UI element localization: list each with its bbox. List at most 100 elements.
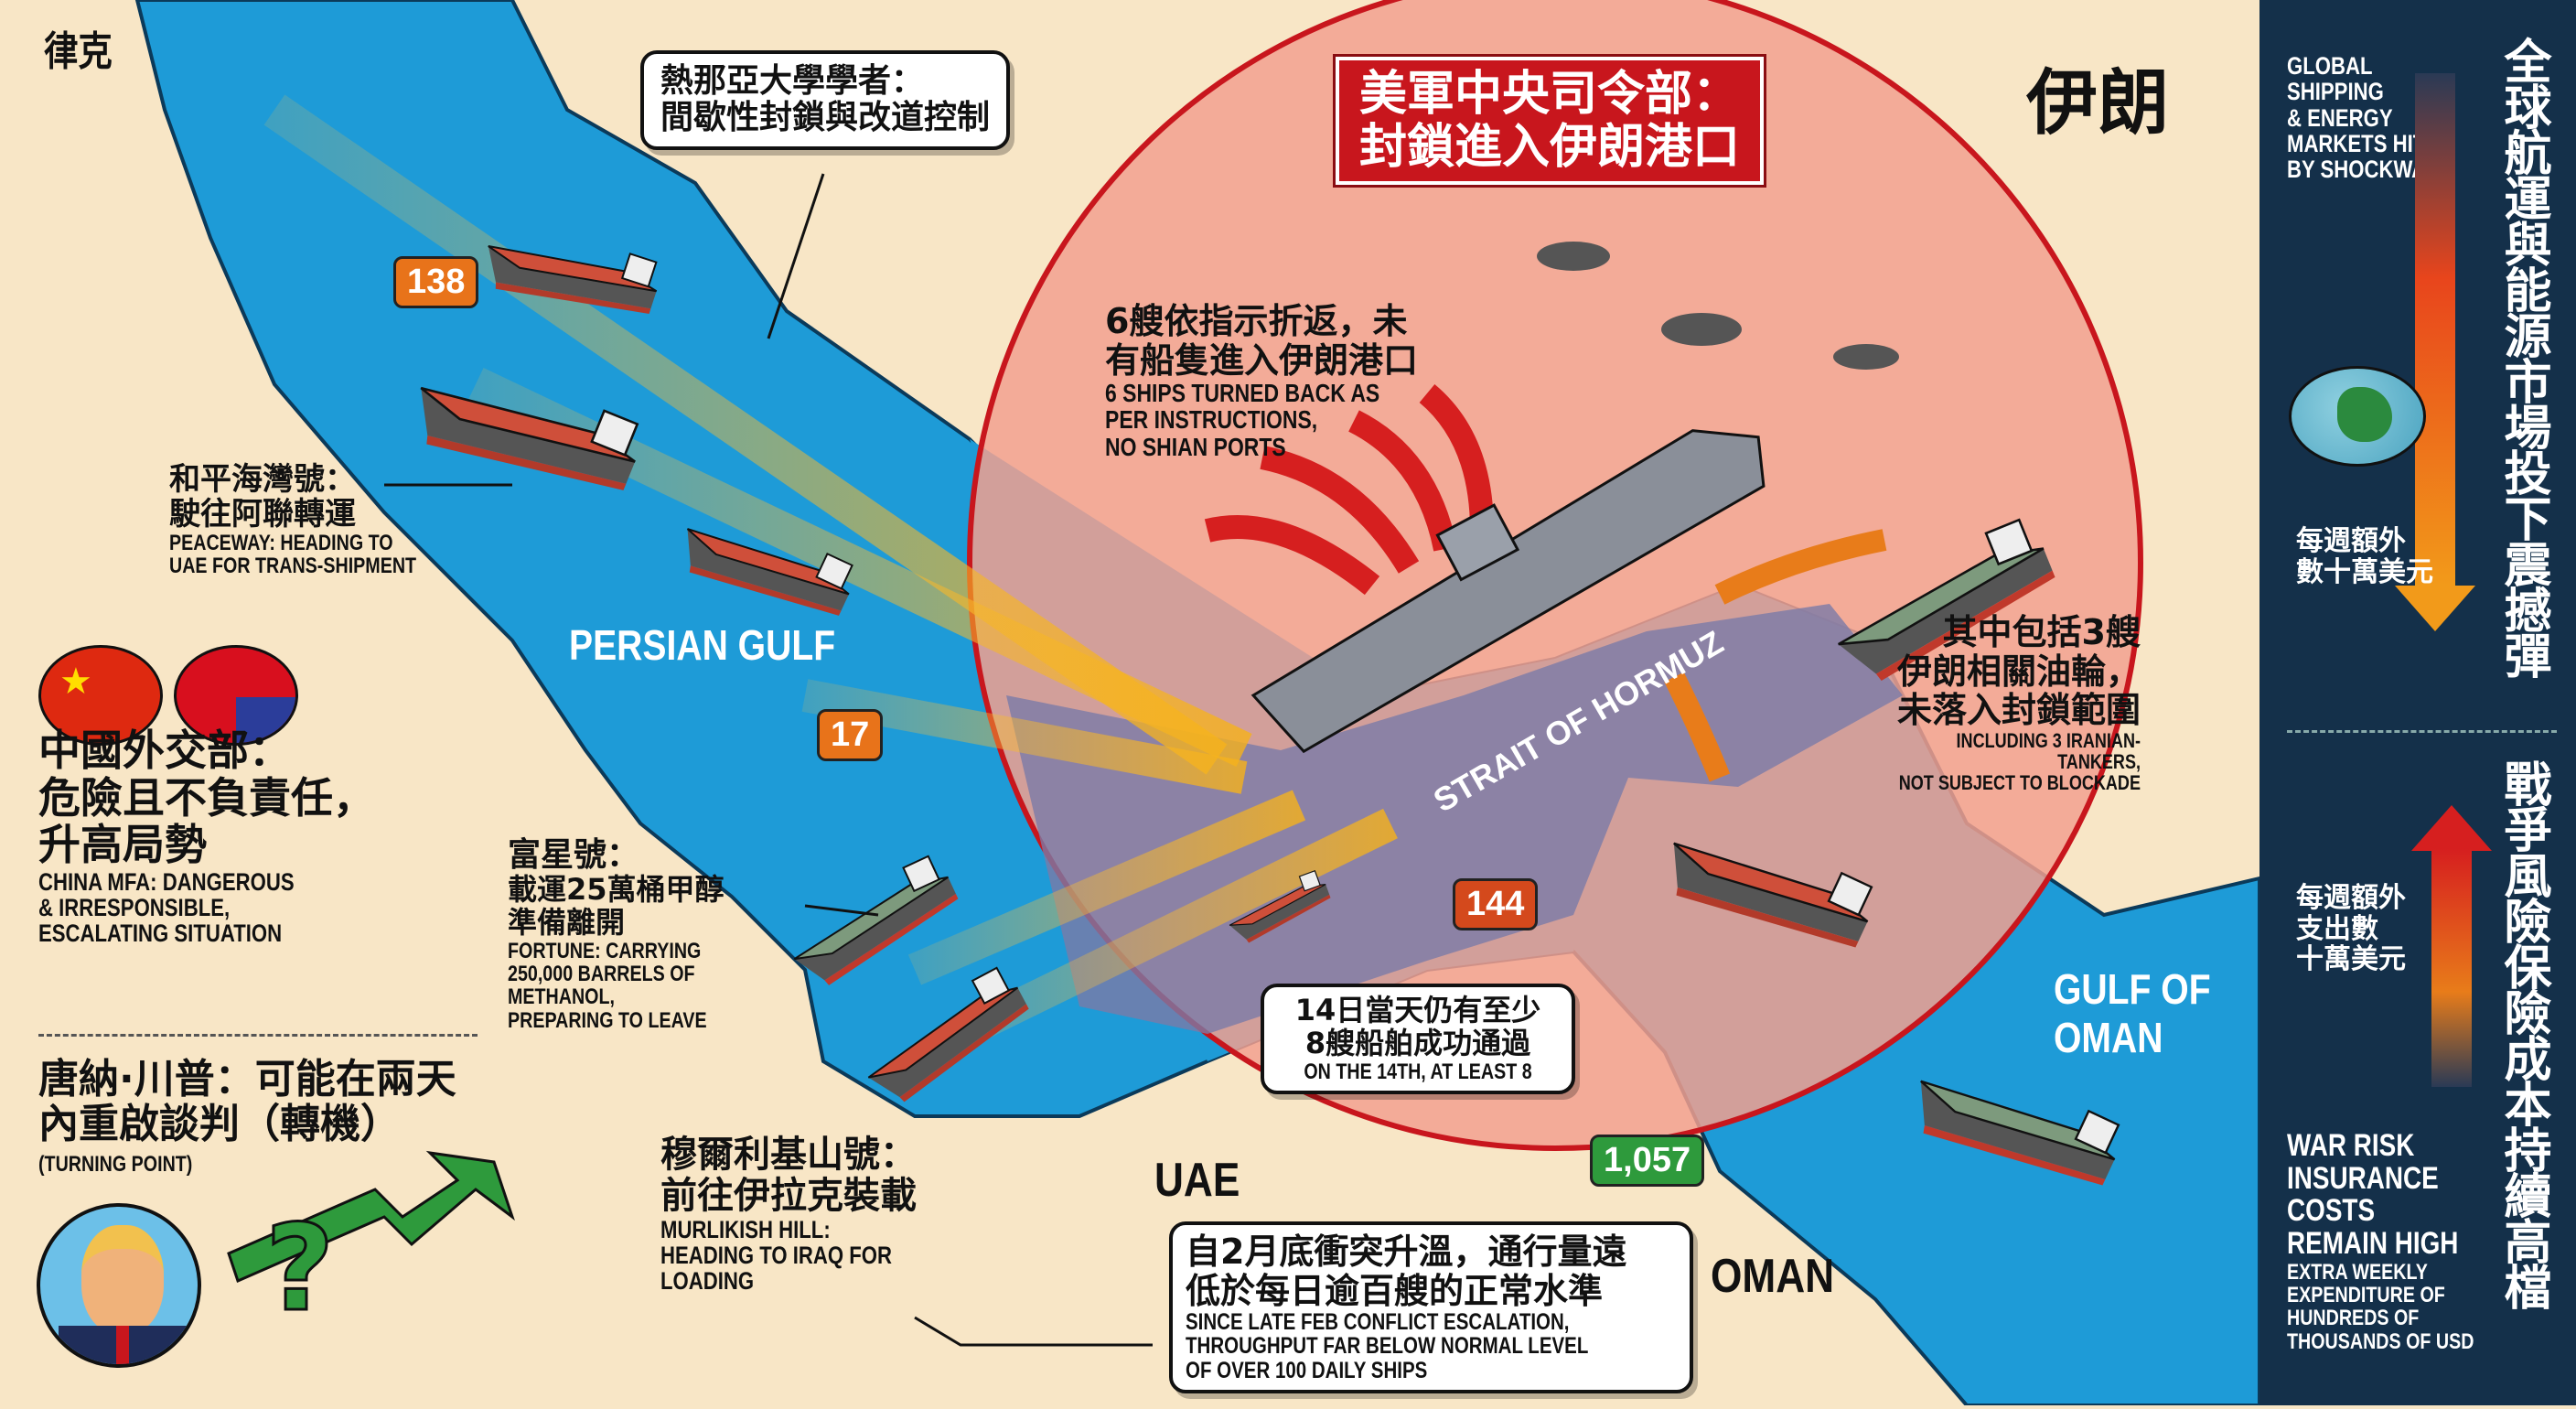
day14-bubble: 14日當天仍有至少 8艘船舶成功通過 ON THE 14th, AT LEAST… <box>1261 984 1576 1094</box>
insurance-en-4: REMAIN HIGH <box>2287 1226 2459 1262</box>
insurance-detail-2: EXPENDITURE OF <box>2287 1283 2445 1308</box>
insurance-cost: 每週額外 支出數 十萬美元 <box>2296 883 2406 975</box>
impact-sidebar: GLOBAL SHIPPING & ENERGY MARKETS HIT BY … <box>2259 0 2576 1405</box>
turned-back-en3: NO SHIAN PORTS <box>1105 432 1286 461</box>
place-gulf-of-oman: GULF OF OMAN <box>2054 965 2211 1061</box>
hormuz-map: 律克 伊朗 PERSIAN GULF UAE OMAN GULF OF OMAN… <box>37 0 2261 1407</box>
badge-17: 17 <box>817 709 884 761</box>
peaceway-en1: PEACEWAY: HEADING TO <box>169 531 393 556</box>
murlikish-note: 穆爾利基山號： 前往伊拉克裝載 MURLIKISH HILL: HEADING … <box>660 1135 943 1295</box>
throughput-bubble: 自2月底衝突升溫，通行量遠 低於每日逾百艘的正常水準 SINCE LATE FE… <box>1169 1221 1694 1393</box>
turned-back-zh1: 6艘依指示折返，未 <box>1105 301 1408 341</box>
china-mfa-zh1: 中國外交部： <box>38 726 291 775</box>
place-iraq: 律克 <box>44 29 113 74</box>
tankers-zh3: 未落入封鎖範圍 <box>1896 690 2141 731</box>
shock-headline-zh: 全球航運與能源市場投下震撼彈 <box>2496 37 2550 677</box>
taiwan-flag-icon <box>174 645 298 746</box>
globe-icon <box>2289 366 2426 467</box>
insurance-headline-zh: 戰爭風險保險成本持續高檔 <box>2496 759 2550 1308</box>
trump-en: (TURNING POINT) <box>38 1151 193 1177</box>
tankers-en1: INCLUDING 3 IRANIAN-TANKERS, <box>1956 728 2141 773</box>
peaceway-en2: UAE FOR TRANS-SHIPMENT <box>169 554 417 579</box>
shock-cost-2: 數十萬美元 <box>2296 555 2433 588</box>
murlikish-zh2: 前往伊拉克裝載 <box>660 1174 917 1217</box>
place-oman: OMAN <box>1711 1250 1835 1303</box>
scholar-line2: 間歇性封鎖與改道控制 <box>660 99 991 137</box>
place-iran: 伊朗 <box>2026 62 2170 145</box>
title-line1: 美軍中央司令部： <box>1359 67 1741 122</box>
throughput-en1: SINCE LATE FEB CONFLICT ESCALATION, <box>1186 1309 1570 1336</box>
shock-cost: 每週額外 數十萬美元 <box>2296 526 2433 587</box>
turned-back-en2: PER INSTRUCTIONS, <box>1105 405 1318 435</box>
trump-note: 唐納·川普：可能在兩天 內重啟談判（轉機） (TURNING POINT) <box>38 1057 456 1176</box>
insurance-detail-1: EXTRA WEEKLY <box>2287 1260 2428 1285</box>
scholar-quote-bubble: 熱那亞大學學者： 間歇性封鎖與改道控制 <box>640 50 1011 150</box>
china-mfa-note: 中國外交部： 危險且不負責任， 升高局勢 CHINA MFA: DANGEROU… <box>38 726 375 948</box>
shock-en-3: & ENERGY <box>2287 103 2393 132</box>
throughput-en2: THROUGHPUT FAR BELOW NORMAL LEVEL <box>1186 1333 1589 1360</box>
turn-back-arrows <box>1204 384 1494 596</box>
place-persian-gulf: PERSIAN GULF <box>569 621 836 669</box>
insurance-en-2: INSURANCE <box>2287 1160 2439 1196</box>
fortune-en3: METHANOL, <box>508 984 615 1010</box>
murlikish-en3: LOADING <box>660 1267 755 1296</box>
shock-en-2: SHIPPING <box>2287 78 2384 106</box>
tankers-en2: NOT SUBJECT TO BLOCKADE <box>1898 770 2141 794</box>
insurance-en-3: COSTS <box>2287 1193 2376 1229</box>
fortune-note: 富星號： 載運25萬桶甲醇 準備離開 FORTUNE: CARRYING 250… <box>508 836 750 1033</box>
china-mfa-en2: & IRRESPONSIBLE, <box>38 893 231 921</box>
day14-en: ON THE 14th, AT LEAST 8 <box>1304 1059 1532 1084</box>
peaceway-note: 和平海灣號： 駛往阿聯轉運 PEACEWAY: HEADING TO UAE F… <box>169 462 470 578</box>
question-mark-icon: ? <box>263 1198 335 1339</box>
insurance-detail-4: THOUSANDS OF USD <box>2287 1328 2474 1354</box>
throughput-zh1: 自2月底衝突升溫，通行量遠 <box>1186 1232 1627 1272</box>
map-graphic <box>134 0 2261 1407</box>
insurance-detail-3: HUNDREDS OF <box>2287 1306 2420 1331</box>
trump-zh1: 唐納·川普：可能在兩天 <box>38 1056 456 1102</box>
insurance-cost-3: 十萬美元 <box>2296 943 2406 976</box>
iranian-tankers-note: 其中包括3艘 伊朗相關油輪， 未落入封鎖範圍 INCLUDING 3 IRANI… <box>1839 613 2141 793</box>
panel-divider <box>2287 730 2557 733</box>
murlikish-en1: MURLIKISH HILL: <box>660 1215 831 1243</box>
day14-zh2: 8艘船舶成功通過 <box>1304 1025 1531 1060</box>
trump-avatar <box>37 1203 201 1368</box>
blockade-title: 美軍中央司令部： 封鎖進入伊朗港口 <box>1332 53 1767 188</box>
badge-138: 138 <box>393 256 479 308</box>
divider <box>38 1034 478 1037</box>
fortune-zh1: 富星號： <box>508 836 640 874</box>
insurance-en-1: WAR RISK <box>2287 1128 2415 1163</box>
turned-back-en1: 6 SHIPS TURNED BACK AS <box>1105 379 1380 408</box>
badge-144: 144 <box>1453 878 1539 930</box>
insurance-detail-en: EXTRA WEEKLY EXPENDITURE OF HUNDREDS OF … <box>2287 1261 2515 1353</box>
place-uae: UAE <box>1154 1154 1240 1207</box>
fortune-zh3: 準備離開 <box>508 905 626 941</box>
turned-back-note: 6艘依指示折返，未 有船隻進入伊朗港口 6 SHIPS TURNED BACK … <box>1105 302 1440 460</box>
fortune-en2: 250,000 BARRELS OF <box>508 962 695 987</box>
turned-back-zh2: 有船隻進入伊朗港口 <box>1105 339 1419 381</box>
fortune-en1: FORTUNE: CARRYING <box>508 938 702 963</box>
down-arrow-head <box>2395 586 2475 631</box>
fortune-en4: PREPARING TO LEAVE <box>508 1007 707 1033</box>
insurance-cost-2: 支出數 <box>2296 912 2378 945</box>
china-mfa-en1: CHINA MFA: DANGEROUS <box>38 867 295 896</box>
scholar-line1: 熱那亞大學學者： <box>660 62 925 100</box>
tankers-zh2: 伊朗相關油輪， <box>1896 651 2141 692</box>
peaceway-zh2: 駛往阿聯轉運 <box>169 496 356 533</box>
china-mfa-zh2: 危險且不負責任， <box>38 772 375 823</box>
throughput-zh2: 低於每日逾百艘的正常水準 <box>1186 1270 1604 1311</box>
trump-zh2: 內重啟談判（轉機） <box>38 1101 401 1148</box>
aircraft-carrier <box>1250 429 1766 754</box>
up-arrow-icon <box>2411 805 2492 851</box>
throughput-en3: OF OVER 100 DAILY SHIPS <box>1186 1357 1428 1383</box>
china-mfa-en3: ESCALATING SITUATION <box>38 920 283 948</box>
insurance-en: WAR RISK INSURANCE COSTS REMAIN HIGH <box>2287 1128 2496 1262</box>
china-mfa-zh3: 升高局勢 <box>38 820 207 870</box>
shock-cost-1: 每週額外 <box>2296 525 2406 557</box>
up-arrow-shaft <box>2431 849 2472 1087</box>
murlikish-zh1: 穆爾利基山號： <box>660 1134 917 1176</box>
helicopters <box>1537 242 1899 370</box>
fortune-zh2: 載運25萬桶甲醇 <box>508 872 724 908</box>
shock-en: GLOBAL SHIPPING & ENERGY MARKETS HIT BY … <box>2287 53 2488 183</box>
murlikish-en2: HEADING TO IRAQ FOR <box>660 1241 892 1269</box>
down-arrow-icon <box>2415 73 2455 586</box>
